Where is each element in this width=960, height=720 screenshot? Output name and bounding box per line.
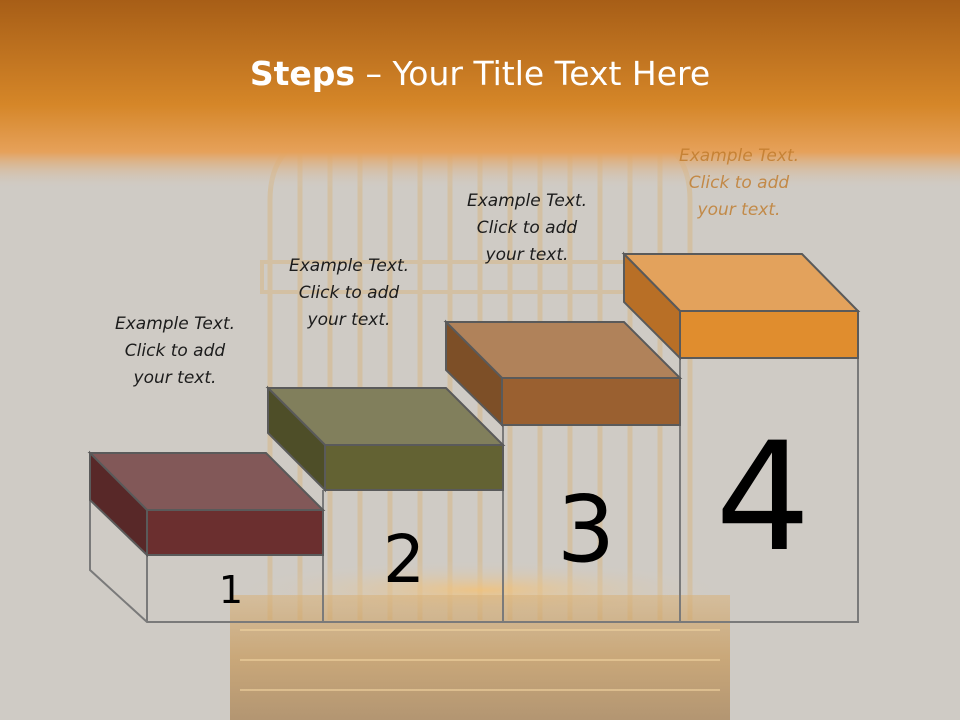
step-3-text-line-2: Click to add bbox=[442, 215, 612, 242]
step-2-block[interactable] bbox=[268, 388, 503, 490]
step-1-text-line-2: Click to add bbox=[90, 338, 260, 365]
step-1-block[interactable] bbox=[90, 453, 323, 555]
step-3-text-line-3: your text. bbox=[442, 242, 612, 269]
step-3-text-line-1: Example Text. bbox=[442, 188, 612, 215]
step-1-text-line-3: your text. bbox=[90, 365, 260, 392]
step-2-text-line-2: Click to add bbox=[264, 280, 434, 307]
step-4-text[interactable]: Example Text. Click to add your text. bbox=[654, 143, 824, 224]
step-1-text-line-1: Example Text. bbox=[90, 311, 260, 338]
step-1-number: 1 bbox=[205, 568, 257, 612]
step-4-text-line-1: Example Text. bbox=[654, 143, 824, 170]
step-2-text[interactable]: Example Text. Click to add your text. bbox=[264, 253, 434, 334]
step-4-block[interactable] bbox=[624, 254, 858, 358]
step-2-text-line-1: Example Text. bbox=[264, 253, 434, 280]
step-2-number: 2 bbox=[368, 522, 440, 598]
step-2-text-line-3: your text. bbox=[264, 307, 434, 334]
step-3-number: 3 bbox=[540, 478, 632, 582]
step-1-text[interactable]: Example Text. Click to add your text. bbox=[90, 311, 260, 392]
step-4-number: 4 bbox=[700, 418, 826, 578]
step-3-text[interactable]: Example Text. Click to add your text. bbox=[442, 188, 612, 269]
step-4-text-line-3: your text. bbox=[654, 197, 824, 224]
step-3-block[interactable] bbox=[446, 322, 680, 425]
step-4-text-line-2: Click to add bbox=[654, 170, 824, 197]
